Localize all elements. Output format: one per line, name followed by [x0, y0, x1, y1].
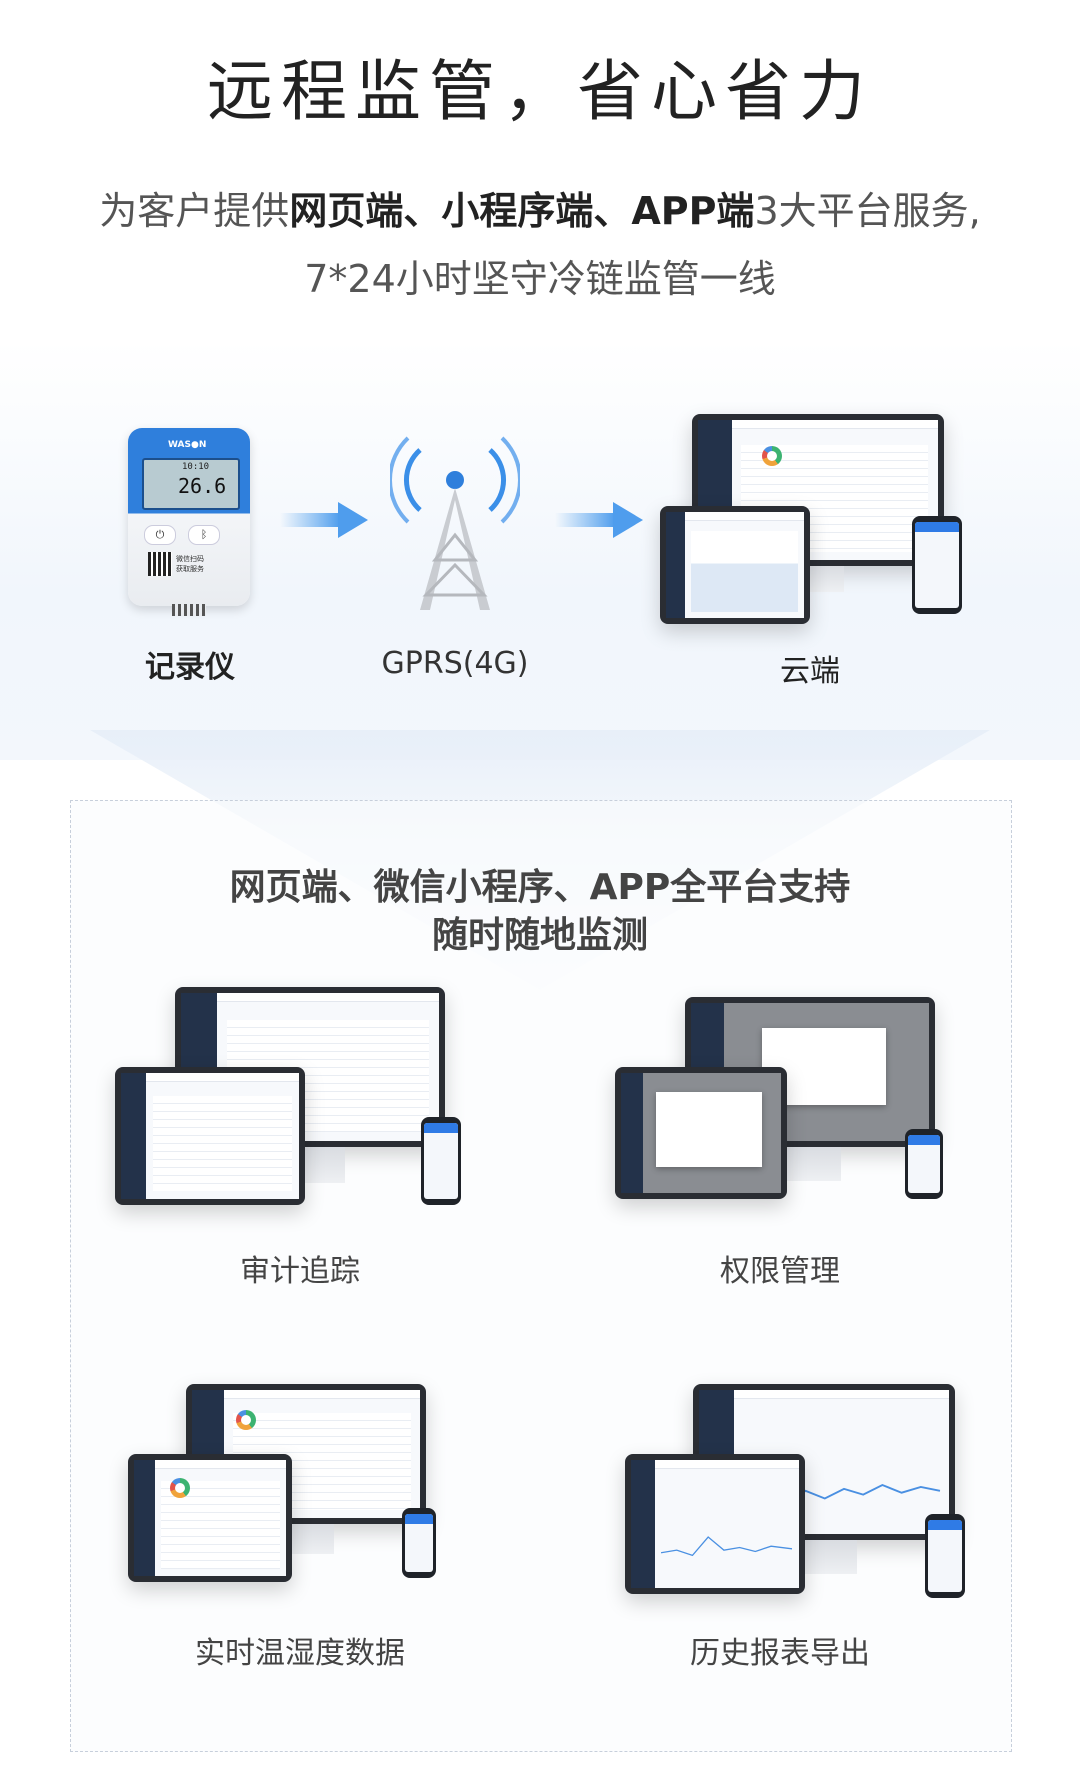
features-heading-2: 随时随地监测	[431, 915, 648, 956]
lcd-time: 10:10	[182, 462, 210, 472]
qr-caption-line2: 获取服务	[176, 565, 204, 573]
realtime-data-illustration	[128, 1382, 448, 1592]
flow-arrow-icon	[280, 502, 368, 538]
features-panel	[70, 800, 1012, 1752]
recorder-label: 记录仪	[145, 650, 235, 685]
cloud-devices-illustration	[660, 410, 980, 630]
sensor-grill	[172, 604, 206, 616]
features-heading-1: 网页端、微信小程序、APP全平台支持	[229, 867, 851, 908]
tablet-screen	[660, 506, 810, 624]
device-brand: WAS●N	[168, 440, 207, 450]
subtitle-bold: 网页端、小程序端、APP端	[289, 189, 755, 233]
lcd-value: 26.6	[178, 474, 227, 498]
subtitle-plain-1: 为客户提供	[99, 189, 290, 233]
subtitle-line-1: 为客户提供网页端、小程序端、APP端3大平台服务,	[0, 180, 1080, 235]
feature-label-audit: 审计追踪	[240, 1254, 360, 1289]
flow-arrow-icon	[555, 502, 643, 538]
qr-code-icon	[148, 552, 172, 576]
bluetooth-button-icon: ᛒ	[188, 525, 220, 545]
audit-trail-illustration	[115, 985, 475, 1215]
history-report-illustration	[625, 1382, 975, 1602]
qr-caption: 微信扫码 获取服务	[176, 554, 204, 574]
power-button-icon: ⏻	[144, 525, 176, 545]
page-title: 远程监管，省心省力	[207, 53, 873, 130]
qr-caption-line1: 微信扫码	[176, 555, 204, 563]
permission-management-illustration	[615, 995, 955, 1225]
device-lcd: 10:10 26.6	[142, 458, 240, 510]
phone-screen	[912, 516, 962, 614]
data-logger-device: WAS●N 10:10 26.6 ⏻ ᛒ 微信扫码 获取服务	[128, 428, 250, 618]
feature-label-history: 历史报表导出	[690, 1636, 870, 1671]
cloud-label: 云端	[780, 654, 840, 689]
subtitle-plain-2: 3大平台服务,	[754, 189, 981, 233]
feature-label-realtime: 实时温湿度数据	[195, 1636, 405, 1671]
gprs-label: GPRS(4G)	[381, 646, 529, 681]
subtitle-line-2: 7*24小时坚守冷链监管一线	[304, 257, 776, 301]
feature-label-permission: 权限管理	[720, 1254, 840, 1289]
signal-tower-icon	[390, 436, 520, 610]
